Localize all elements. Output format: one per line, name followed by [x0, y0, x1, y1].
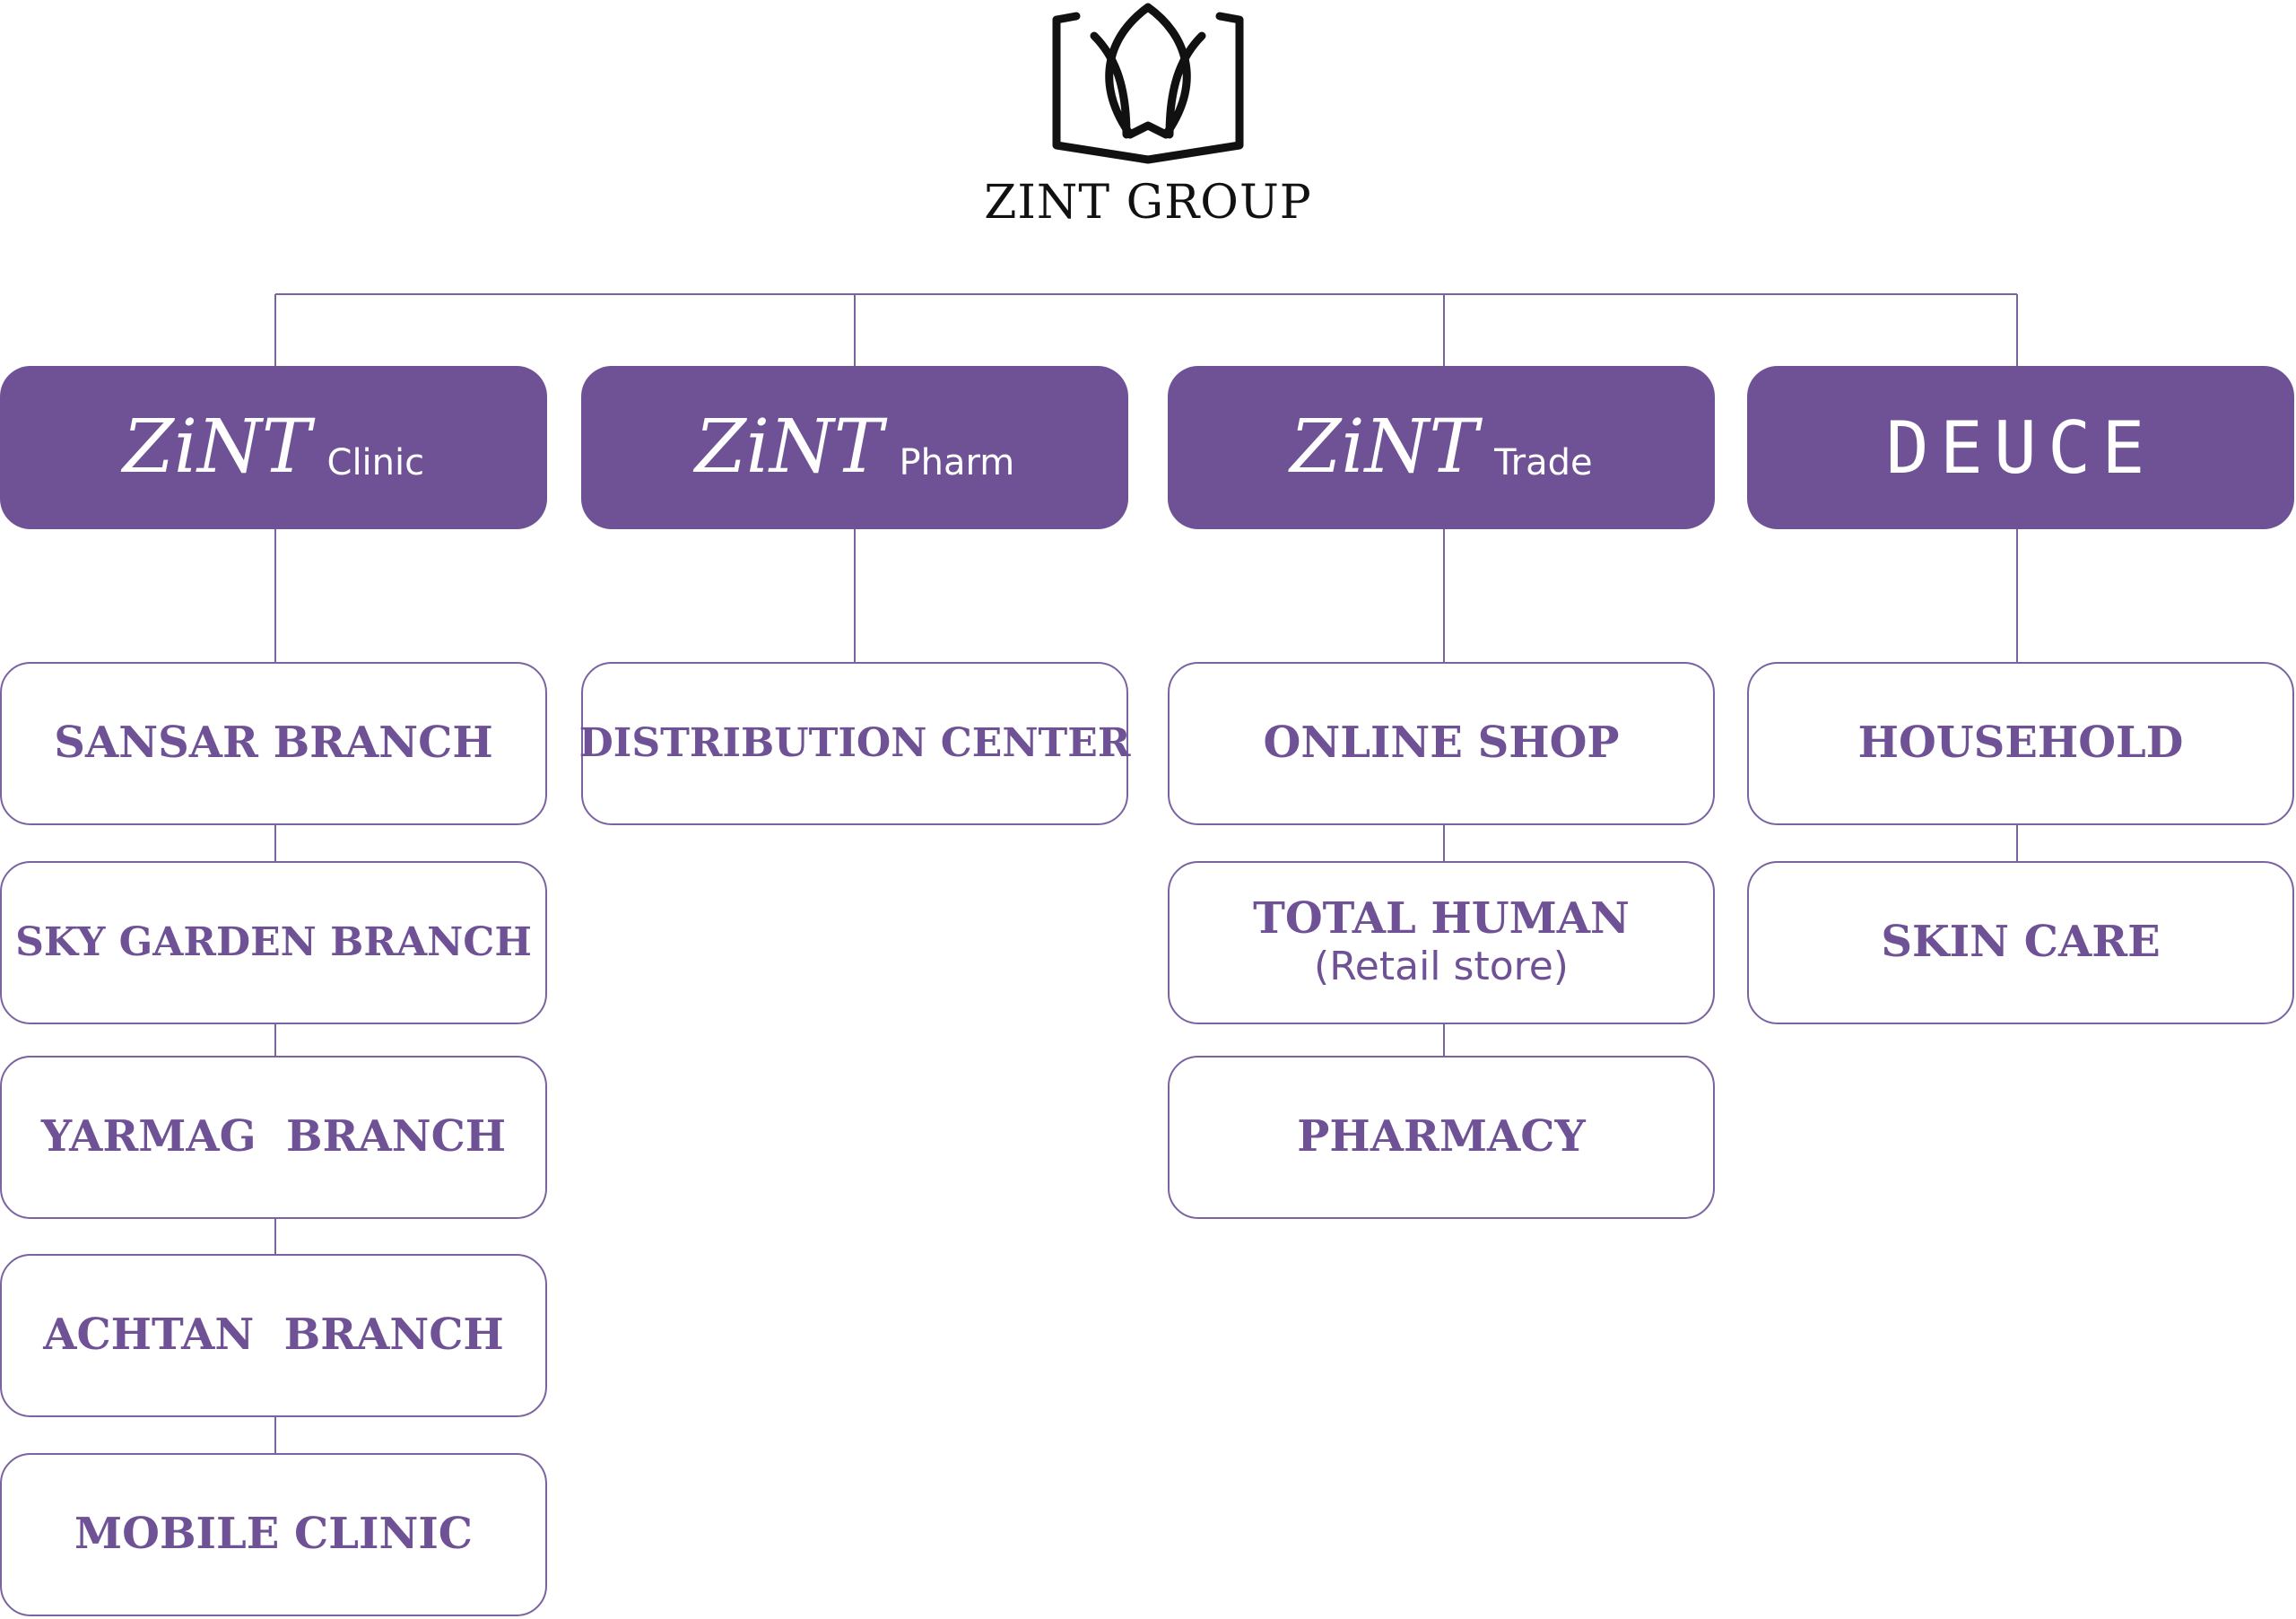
unit-household: HOUSEHOLD: [1747, 662, 2294, 825]
brand-deuce: DEUCE: [1747, 366, 2294, 529]
open-book-leaf-icon: [1052, 3, 1244, 164]
brand-zint-clinic: ZiNT Clinic: [0, 366, 547, 529]
unit-mobile-clinic: MOBILE CLINIC: [0, 1453, 547, 1616]
brand-zint-trade: ZiNT Trade: [1168, 366, 1715, 529]
brand-mark: DEUCE: [1885, 405, 2156, 490]
unit-online-shop: ONLINE SHOP: [1168, 662, 1715, 825]
unit-skin-care: SKIN CARE: [1747, 861, 2294, 1024]
unit-label: ACHTAN BRANCH: [43, 1310, 504, 1361]
unit-label: SANSAR BRANCH: [54, 718, 493, 769]
unit-note: (Retail store): [1314, 944, 1569, 990]
brand-sub: Pharm: [899, 442, 1015, 483]
brand-sub: Clinic: [326, 442, 425, 483]
unit-sansar-branch: SANSAR BRANCH: [0, 662, 547, 825]
brand-zint-pharm: ZiNT Pharm: [581, 366, 1128, 529]
unit-label: ONLINE SHOP: [1263, 718, 1620, 769]
brand-sub: Trade: [1494, 442, 1593, 483]
unit-label: SKIN CARE: [1881, 917, 2161, 968]
unit-label: PHARMACY: [1297, 1111, 1586, 1162]
brand-mark: ZiNT: [694, 405, 883, 490]
unit-pharmacy: PHARMACY: [1168, 1056, 1715, 1219]
unit-label: YARMAG BRANCH: [40, 1111, 507, 1162]
group-title: ZINT GROUP: [984, 176, 1312, 230]
unit-label: SKY GARDEN BRANCH: [15, 918, 532, 965]
brand-mark: ZiNT: [1290, 405, 1479, 490]
unit-yarmag-branch: YARMAG BRANCH: [0, 1056, 547, 1219]
unit-label: HOUSEHOLD: [1857, 718, 2184, 769]
unit-sky-garden-branch: SKY GARDEN BRANCH: [0, 861, 547, 1024]
unit-label: MOBILE CLINIC: [74, 1509, 473, 1560]
brand-mark: ZiNT: [122, 405, 311, 490]
unit-total-human: TOTAL HUMAN (Retail store): [1168, 861, 1715, 1024]
unit-label: DISTRIBUTION CENTER: [578, 719, 1131, 766]
unit-distribution-center: DISTRIBUTION CENTER: [578, 662, 1131, 825]
unit-achtan-branch: ACHTAN BRANCH: [0, 1254, 547, 1417]
unit-label: TOTAL HUMAN: [1253, 893, 1630, 944]
